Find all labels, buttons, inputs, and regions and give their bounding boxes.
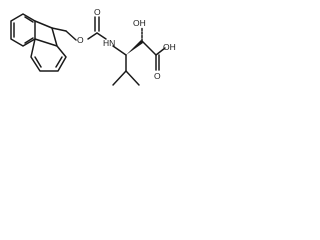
fluorene-right-ring [30,38,67,72]
atom-label-carbonyl-oxygen: O [94,7,101,17]
amino-acid-backbone [112,27,166,71]
fluorene-five-ring [34,20,58,47]
fmoc-linker [51,16,107,41]
structure-canvas: O O HN OH OH O [0,0,192,146]
atom-label-acid-hydroxyl: OH [163,42,176,52]
fluorene-left-ring [10,13,36,47]
stereo-wedge-bond [126,40,143,55]
chemical-structure-diagram: O O HN OH OH O [10,7,176,86]
atom-label-acid-oxygen: O [154,71,161,81]
atom-label-amine-nh: HN [103,38,115,48]
atom-label-ester-oxygen: O [77,35,84,45]
isobutyl-side-chain [112,54,140,86]
atom-label-hydroxyl: OH [133,18,146,28]
